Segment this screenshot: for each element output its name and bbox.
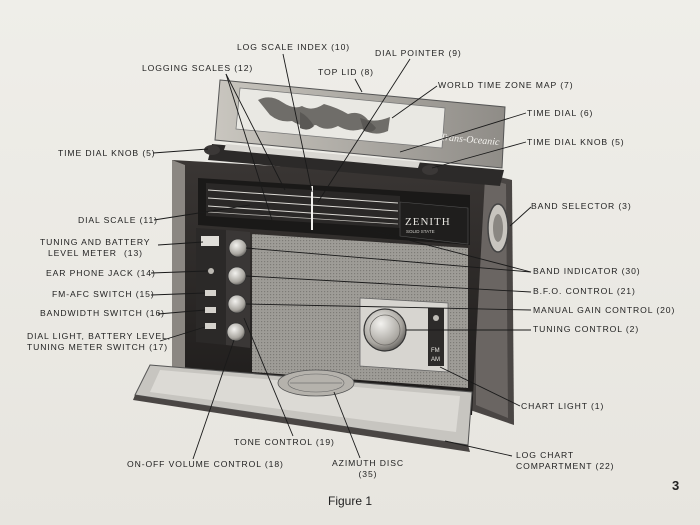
label-band-selector: BAND SELECTOR (3) xyxy=(531,201,632,211)
left-control-panel xyxy=(196,228,226,345)
label-log-chart-1: LOG CHART xyxy=(516,450,575,460)
bfo-control-knob[interactable] xyxy=(227,266,247,286)
page-number: 3 xyxy=(672,478,680,493)
manual-gain-control-knob[interactable] xyxy=(227,294,247,314)
label-logging-scales: LOGGING SCALES (12) xyxy=(142,63,254,73)
label-log-chart-2: COMPARTMENT (22) xyxy=(516,461,615,471)
label-dial-light-1: DIAL LIGHT, BATTERY LEVEL, xyxy=(27,331,171,341)
label-dial-pointer: DIAL POINTER (9) xyxy=(375,48,462,58)
label-ear-phone-jack: EAR PHONE JACK (14) xyxy=(46,268,156,278)
label-fm-afc-switch: FM-AFC SWITCH (15) xyxy=(52,289,155,299)
label-world-time-zone-map: WORLD TIME ZONE MAP (7) xyxy=(438,80,574,90)
fm-afc-switch[interactable] xyxy=(205,290,216,296)
label-manual-gain-control: MANUAL GAIN CONTROL (20) xyxy=(533,305,676,315)
label-log-scale-index: LOG SCALE INDEX (10) xyxy=(237,42,351,52)
label-chart-light: CHART LIGHT (1) xyxy=(521,401,605,411)
log-chart-compartment xyxy=(133,364,473,452)
time-dial-knob-left[interactable] xyxy=(204,145,220,155)
time-dial-knob-right[interactable] xyxy=(422,165,438,175)
label-time-dial: TIME DIAL (6) xyxy=(527,108,594,118)
label-time-dial-knob-left: TIME DIAL KNOB (5) xyxy=(58,148,156,158)
label-top-lid: TOP LID (8) xyxy=(318,67,374,77)
label-bfo-control: B.F.O. CONTROL (21) xyxy=(533,286,636,296)
brand-subtitle: SOLID STATE xyxy=(406,229,435,234)
azimuth-disc[interactable] xyxy=(277,369,355,397)
label-azimuth-1: AZIMUTH DISC xyxy=(332,458,404,468)
label-on-off-volume: ON-OFF VOLUME CONTROL (18) xyxy=(127,459,284,469)
world-time-zone-map xyxy=(235,87,446,149)
dial-light-switch[interactable] xyxy=(205,323,216,329)
label-azimuth-2: (35) xyxy=(358,469,378,479)
label-tuning-control: TUNING CONTROL (2) xyxy=(533,324,640,334)
tuning-meter xyxy=(201,236,219,246)
label-tuning-meter-1: TUNING AND BATTERY xyxy=(40,237,151,247)
band-fm-label: FM xyxy=(431,348,440,354)
band-am-label: AM xyxy=(431,357,440,363)
label-dial-light-2: TUNING METER SWITCH (17) xyxy=(27,342,168,352)
label-time-dial-knob-right: TIME DIAL KNOB (5) xyxy=(527,137,625,147)
label-tuning-meter-2: LEVEL METER xyxy=(48,248,117,258)
label-bandwidth-switch: BANDWIDTH SWITCH (16) xyxy=(40,308,165,318)
top-lid: Trans-Oceanic xyxy=(214,79,506,169)
band-indicator-knob[interactable] xyxy=(228,238,248,258)
bandwidth-switch[interactable] xyxy=(205,307,216,313)
time-dial xyxy=(208,144,504,186)
label-tuning-meter-3: (13) xyxy=(124,248,143,258)
tone-control-knob[interactable] xyxy=(226,322,246,342)
figure-caption: Figure 1 xyxy=(327,494,373,508)
label-band-indicator: BAND INDICATOR (30) xyxy=(533,266,641,276)
chart-light[interactable] xyxy=(433,315,439,321)
lid-script-text: Trans-Oceanic xyxy=(440,132,501,148)
brand-logo: ZENITH xyxy=(405,216,451,228)
label-dial-scale: DIAL SCALE (11) xyxy=(78,215,158,225)
leader-lines xyxy=(150,53,532,460)
label-tone-control: TONE CONTROL (19) xyxy=(234,437,335,447)
dial-window: ZENITH SOLID STATE xyxy=(198,178,470,245)
ear-phone-jack[interactable] xyxy=(208,268,214,274)
band-selector-knob[interactable] xyxy=(487,203,509,253)
